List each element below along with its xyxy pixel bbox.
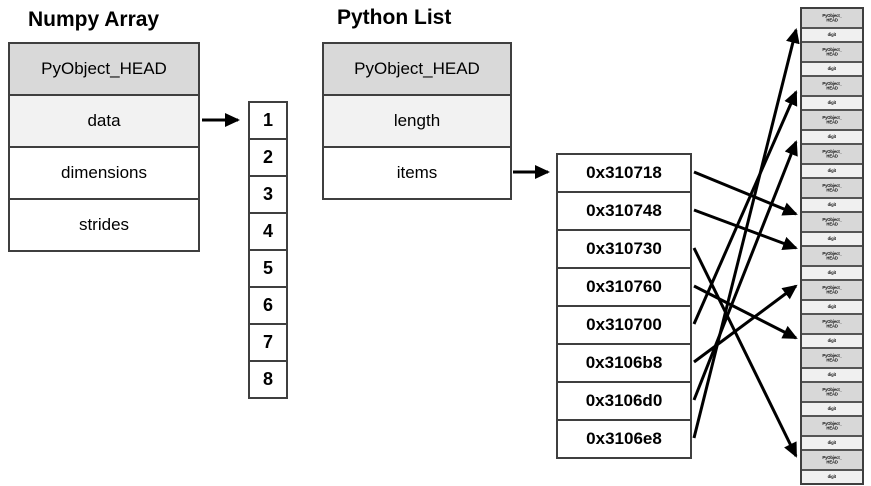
heap-object-digit: digit [802, 27, 862, 41]
heap-object-head: PyObject_HEAD [802, 177, 862, 197]
pointer-cell: 0x310700 [558, 305, 690, 343]
heap-object-head-label: PyObject_HEAD [822, 13, 842, 23]
heap-object-digit: digit [802, 231, 862, 245]
arrow-pointer-to-object [693, 284, 798, 364]
heap-object-digit-label: digit [827, 304, 837, 310]
heap-object-digit-label: digit [827, 440, 837, 446]
buffer-cell: 3 [250, 175, 286, 212]
heap-object-head-label: PyObject_HEAD [822, 319, 842, 329]
buffer-cell: 5 [250, 249, 286, 286]
heap-object-head: PyObject_HEAD [802, 143, 862, 163]
heap-object-digit-label: digit [827, 168, 837, 174]
arrow-pointer-to-object [692, 28, 800, 439]
heap-object-digit-label: digit [827, 406, 837, 412]
arrow-pointer-to-object [692, 90, 798, 325]
heap-object-head-label: PyObject_HEAD [822, 285, 842, 295]
buffer-cell: 2 [250, 138, 286, 175]
heap-object-digit: digit [802, 197, 862, 211]
heap-object-digit-label: digit [827, 32, 837, 38]
heap-object-head: PyObject_HEAD [802, 381, 862, 401]
heap-object-head-label: PyObject_HEAD [822, 183, 842, 193]
buffer-cell: 8 [250, 360, 286, 397]
numpy-array-struct: PyObject_HEAD data dimensions strides [8, 42, 200, 252]
pointer-cell: 0x3106b8 [558, 343, 690, 381]
heap-object-head: PyObject_HEAD [802, 347, 862, 367]
heap-object-head-label: PyObject_HEAD [822, 47, 842, 57]
pointer-cell: 0x310760 [558, 267, 690, 305]
heap-object-digit: digit [802, 265, 862, 279]
python-list-title: Python List [337, 6, 452, 29]
buffer-cell: 1 [262, 110, 273, 130]
heap-object-head-label: PyObject_HEAD [822, 149, 842, 159]
heap-object-digit: digit [802, 163, 862, 177]
heap-object-head: PyObject_HEAD [802, 41, 862, 61]
pointer-cell: 0x3106d0 [558, 381, 690, 419]
heap-object-head-label: PyObject_HEAD [822, 115, 842, 125]
arrow-pointer-to-object [692, 247, 798, 458]
buffer-cell: 7 [250, 323, 286, 360]
arrow-pointer-to-object [692, 140, 798, 401]
python-list-struct: PyObject_HEAD length items [322, 42, 512, 200]
numpy-array-title: Numpy Array [28, 8, 160, 31]
heap-object-head-label: PyObject_HEAD [822, 353, 842, 363]
heap-object-head: PyObject_HEAD [802, 211, 862, 231]
list-field-pyobject-head: PyObject_HEAD [324, 44, 510, 94]
heap-object-head-label: PyObject_HEAD [822, 81, 842, 91]
numpy-field-data: data [10, 94, 198, 146]
heap-object-digit-label: digit [827, 372, 837, 378]
heap-object-digit: digit [802, 469, 862, 483]
pointer-cell: 0x3106e8 [558, 419, 690, 457]
heap-object-digit: digit [802, 435, 862, 449]
heap-object-digit-label: digit [827, 338, 837, 344]
heap-object-head: PyObject_HEAD [802, 279, 862, 299]
heap-object-digit: digit [802, 401, 862, 415]
arrow-pointer-to-object [693, 284, 798, 340]
heap-object-digit-label: digit [827, 134, 837, 140]
heap-object-head-label: PyObject_HEAD [822, 251, 842, 261]
numpy-field-strides: strides [10, 198, 198, 250]
pointer-cell: 0x310748 [558, 191, 690, 229]
heap-object-head-label: PyObject_HEAD [822, 455, 842, 465]
heap-object-head: PyObject_HEAD [802, 449, 862, 469]
heap-object-head: PyObject_HEAD [802, 313, 862, 333]
heap-object-head: PyObject_HEAD [802, 75, 862, 95]
pointer-cell: 0x310718 [586, 163, 662, 182]
arrow-pointer-to-object [693, 170, 798, 216]
heap-object-digit: digit [802, 95, 862, 109]
numpy-field-pyobject-head: PyObject_HEAD [10, 44, 198, 94]
heap-object-head-label: PyObject_HEAD [822, 421, 842, 431]
numpy-field-dimensions: dimensions [10, 146, 198, 198]
heap-object-digit-label: digit [827, 270, 837, 276]
arrow-pointer-to-object [693, 208, 798, 251]
list-field-items: items [324, 146, 510, 198]
heap-object-head: PyObject_HEAD [802, 245, 862, 265]
list-field-length: length [324, 94, 510, 146]
heap-object-digit-label: digit [827, 202, 837, 208]
heap-object-digit-label: digit [827, 236, 837, 242]
heap-object-digit: digit [802, 129, 862, 143]
heap-object-digit: digit [802, 61, 862, 75]
heap-object-head-label: PyObject_HEAD [822, 387, 842, 397]
pointer-cell: 0x310730 [558, 229, 690, 267]
heap-object-digit: digit [802, 367, 862, 381]
heap-object-digit-label: digit [827, 100, 837, 106]
heap-object-digit-label: digit [827, 474, 837, 480]
heap-object-head: PyObject_HEAD [802, 9, 862, 27]
heap-object-head-label: PyObject_HEAD [822, 217, 842, 227]
heap-object-digit: digit [802, 299, 862, 313]
buffer-cell: 6 [250, 286, 286, 323]
heap-object-head: PyObject_HEAD [802, 109, 862, 129]
heap-object-head: PyObject_HEAD [802, 415, 862, 435]
buffer-cell: 4 [250, 212, 286, 249]
heap-object-digit: digit [802, 333, 862, 347]
heap-object-digit-label: digit [827, 66, 837, 72]
